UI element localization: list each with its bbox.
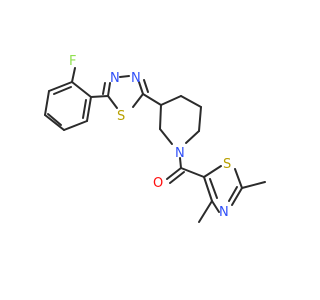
thiazole-nitrogen-label: N [219,205,229,220]
thiadiazole-ring [102,75,149,109]
n-carbonyl-bond [179,157,182,169]
piperidine-nitrogen-label: N [175,146,185,161]
c4-methyl-bond [198,200,213,223]
c-f-bond [71,67,76,83]
fluorine-atom-label: F [69,54,76,69]
carbonyl-thiazole-bond [180,167,205,178]
thiadiazole-n4-label: N [131,71,141,86]
thiazole-ring [203,165,243,213]
c2-methyl-bond [241,181,266,189]
molecule-structure-diagram: F N N S N O S N [44,54,266,223]
piperidine-ring [159,95,202,145]
molecule-svg: F N N S N O S N [44,54,266,223]
phenyl-thiadiazole-bond [90,95,109,98]
thiadiazole-sulfur-label: S [117,109,125,124]
fluorophenyl-ring [44,81,92,131]
carbonyl-oxygen-label: O [153,176,163,191]
carbonyl-double-bond [166,167,185,184]
thiadiazole-piperidine-bond [142,93,162,106]
thiadiazole-n3-label: N [110,71,120,86]
thiazole-sulfur-label: S [223,157,231,172]
